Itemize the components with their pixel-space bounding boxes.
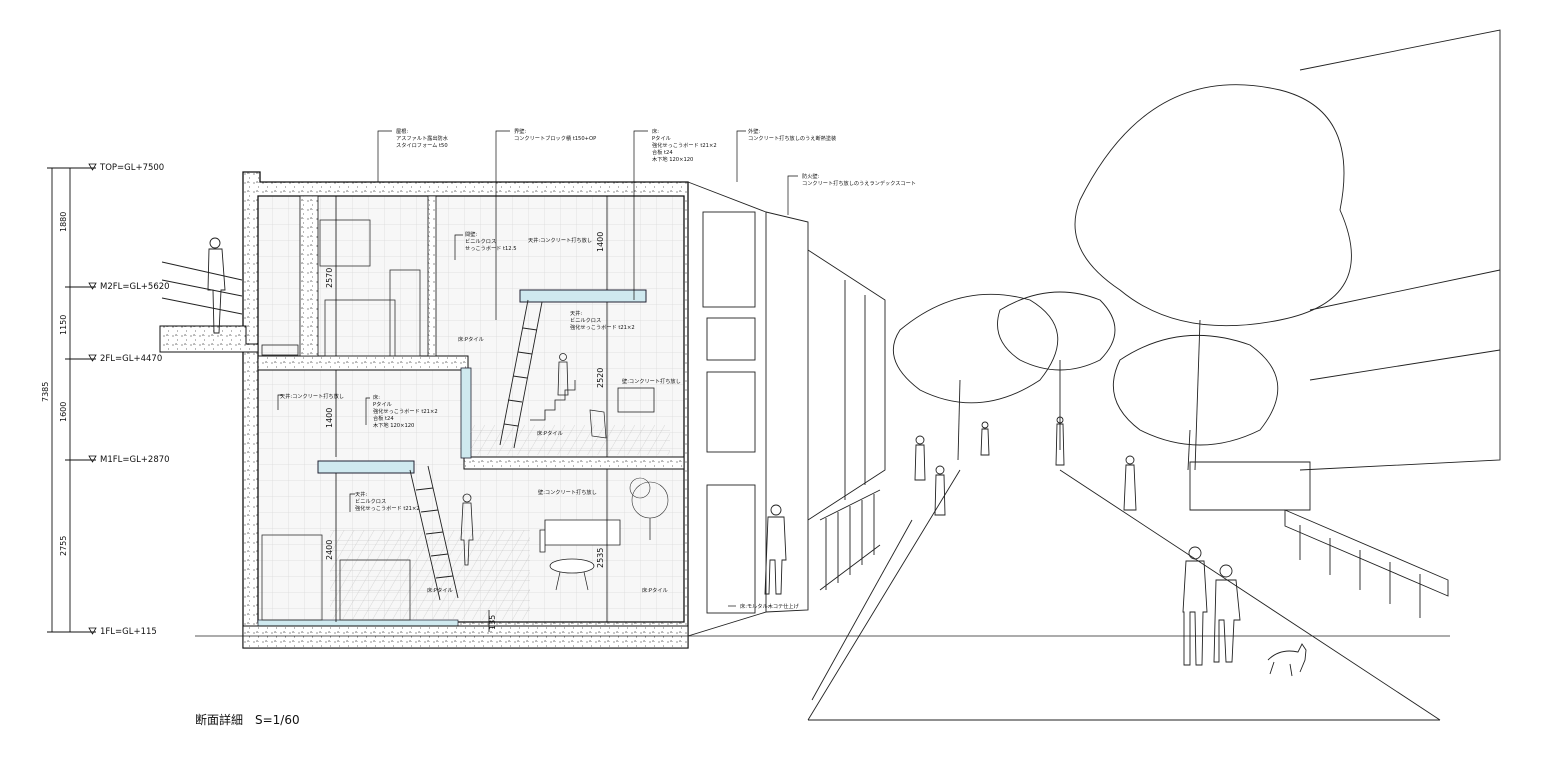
- dim-2520: 2520: [596, 368, 605, 388]
- spacing-2: 1150: [59, 315, 68, 335]
- level-scale: [47, 167, 96, 633]
- svg-text:ビニルクロス: ビニルクロス: [355, 497, 386, 505]
- building-section: 2570 1400 2520 1400 2400 2535 135: [159, 171, 689, 649]
- note-ceiling-concrete-2: 天井:コンクリート打ち放し: [280, 392, 344, 400]
- note-boundary-wall: 界壁: コンクリートブロック積 t150+OP: [514, 127, 596, 142]
- note-floor-ptile-4: 床:Pタイル: [642, 586, 668, 594]
- svg-text:界壁:: 界壁:: [514, 127, 526, 135]
- level-top: TOP=GL+7500: [99, 163, 164, 173]
- leader-lines: [277, 130, 798, 607]
- svg-text:床:: 床:: [652, 127, 659, 135]
- svg-text:アスファルト露出防水: アスファルト露出防水: [396, 134, 449, 142]
- level-2fl: 2FL=GL+4470: [100, 354, 162, 364]
- dim-1400-lower: 1400: [325, 408, 334, 428]
- svg-text:せっこうボード t12.5: せっこうボード t12.5: [465, 244, 517, 252]
- svg-text:合板 t24: 合板 t24: [373, 414, 394, 422]
- svg-text:合板 t24: 合板 t24: [652, 148, 673, 156]
- svg-text:コンクリートブロック積 t150+OP: コンクリートブロック積 t150+OP: [514, 134, 596, 142]
- note-floor-upper: 床: Pタイル 強化せっこうボード t21×2 合板 t24 木下地 120×1…: [652, 127, 717, 163]
- note-ceiling-concrete-1: 天井:コンクリート打ち放し: [528, 236, 592, 244]
- svg-text:強化せっこうボード t21×2: 強化せっこうボード t21×2: [355, 504, 420, 512]
- svg-text:コンクリート打ち放しのうえランデックスコート: コンクリート打ち放しのうえランデックスコート: [802, 179, 916, 187]
- note-wall-concrete-2: 壁:コンクリート打ち放し: [538, 488, 597, 496]
- svg-text:木下地 120×120: 木下地 120×120: [373, 421, 414, 429]
- svg-text:防火壁:: 防火壁:: [802, 172, 820, 180]
- svg-text:間壁:: 間壁:: [465, 230, 477, 238]
- note-partition-wall: 間壁: ビニルクロス せっこうボード t12.5: [465, 230, 517, 252]
- note-floor-mid: 床: Pタイル 強化せっこうボード t21×2 合板 t24 木下地 120×1…: [373, 393, 438, 429]
- level-markers: [88, 163, 97, 635]
- dim-2400: 2400: [325, 540, 334, 560]
- svg-text:天井:: 天井:: [570, 309, 582, 317]
- note-floor-ptile-1: 床:Pタイル: [458, 335, 484, 343]
- svg-text:ビニルクロス: ビニルクロス: [570, 316, 601, 324]
- note-fire-wall: 防火壁: コンクリート打ち放しのうえランデックスコート: [802, 172, 916, 187]
- spacing-4: 2755: [59, 536, 68, 556]
- svg-text:Pタイル: Pタイル: [652, 134, 671, 142]
- dim-135: 135: [488, 615, 497, 630]
- svg-text:スタイロフォーム t50: スタイロフォーム t50: [396, 141, 448, 149]
- spacing-3: 1600: [59, 402, 68, 422]
- level-m2fl: M2FL=GL+5620: [100, 282, 170, 292]
- dim-2535: 2535: [596, 548, 605, 568]
- svg-text:Pタイル: Pタイル: [373, 400, 392, 408]
- level-m1fl: M1FL=GL+2870: [100, 455, 170, 465]
- street-perspective: [195, 29, 1501, 721]
- total-height: 7385: [41, 382, 50, 402]
- dim-2570: 2570: [325, 268, 334, 288]
- svg-text:屋根:: 屋根:: [396, 127, 408, 135]
- note-wall-concrete-1: 壁:コンクリート打ち放し: [622, 377, 681, 385]
- svg-text:強化せっこうボード t21×2: 強化せっこうボード t21×2: [652, 141, 717, 149]
- note-floor-mortar: 床:モルタル木コテ仕上げ: [740, 602, 800, 610]
- spacing-1: 1880: [59, 212, 68, 232]
- svg-text:外壁:: 外壁:: [748, 127, 760, 135]
- svg-text:強化せっこうボード t21×2: 強化せっこうボード t21×2: [570, 323, 635, 331]
- level-1fl: 1FL=GL+115: [100, 627, 157, 637]
- svg-text:ビニルクロス: ビニルクロス: [465, 237, 496, 245]
- note-ceiling-vinyl-2: 天井: ビニルクロス 強化せっこうボード t21×2: [355, 490, 420, 512]
- dim-1400-upper: 1400: [596, 232, 605, 252]
- drawing-title: 断面詳細 S=1/60: [195, 712, 300, 727]
- svg-text:コンクリート打ち放しのうえ断熱塗装: コンクリート打ち放しのうえ断熱塗装: [748, 134, 836, 142]
- svg-text:床:: 床:: [373, 393, 380, 401]
- note-roof: 屋根: アスファルト露出防水 スタイロフォーム t50: [396, 127, 449, 149]
- note-floor-ptile-2: 床:Pタイル: [537, 429, 563, 437]
- note-exterior-wall: 外壁: コンクリート打ち放しのうえ断熱塗装: [748, 127, 836, 142]
- note-floor-ptile-3: 床:Pタイル: [427, 586, 453, 594]
- svg-text:天井:: 天井:: [355, 490, 367, 498]
- note-ceiling-vinyl-1: 天井: ビニルクロス 強化せっこうボード t21×2: [570, 309, 635, 331]
- svg-text:強化せっこうボード t21×2: 強化せっこうボード t21×2: [373, 407, 438, 415]
- svg-text:木下地 120×120: 木下地 120×120: [652, 155, 693, 163]
